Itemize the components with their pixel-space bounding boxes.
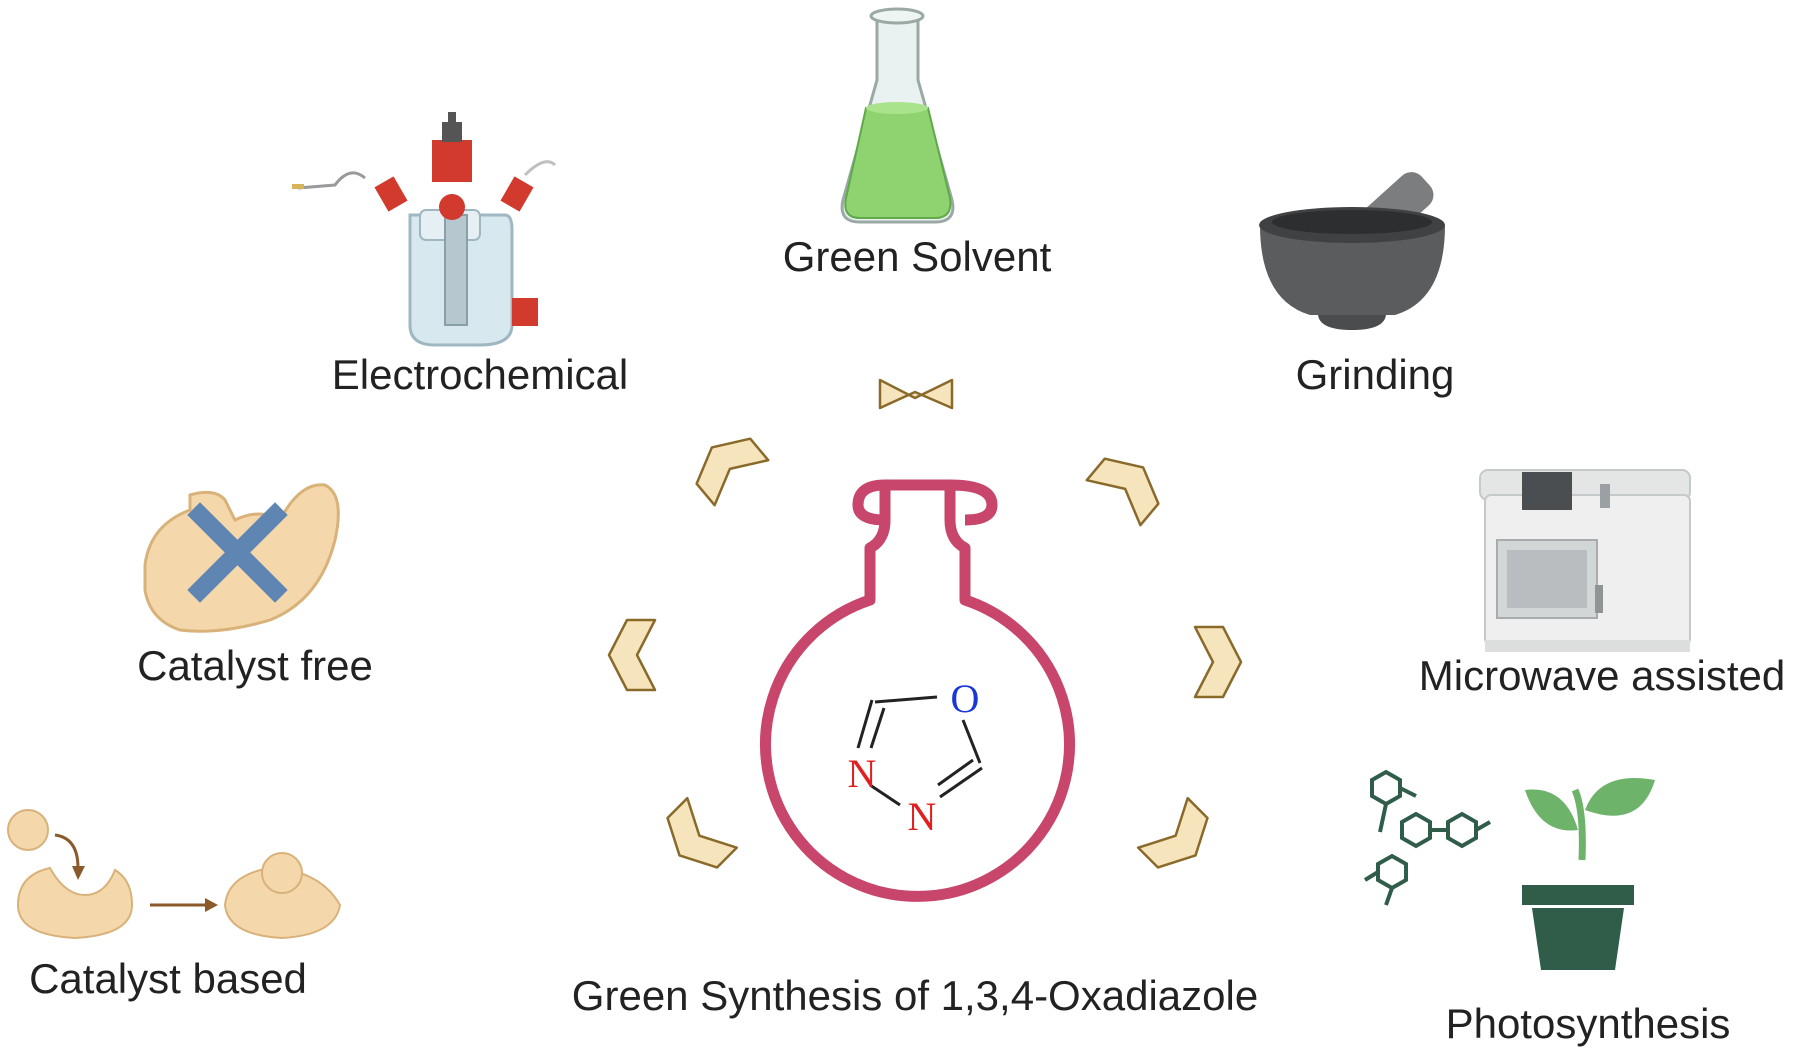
microwave-icon	[1479, 469, 1691, 652]
oxygen-atom-label: O	[951, 676, 980, 721]
molecule-structures-icon	[1363, 769, 1491, 906]
oxadiazole-structure: O N N	[848, 676, 983, 839]
chevron-upper-right-icon	[1085, 457, 1160, 527]
plant-pot-icon	[1522, 778, 1655, 970]
label-catalyst-based: Catalyst based	[29, 955, 307, 1002]
nitrogen-atom-label-1: N	[848, 751, 877, 796]
chevron-lower-left-icon	[666, 796, 739, 869]
erlenmeyer-flask-icon	[840, 7, 955, 224]
chevron-lower-right-icon	[1136, 796, 1209, 869]
label-electrochemical: Electrochemical	[331, 351, 629, 398]
nitrogen-atom-label-2: N	[908, 794, 937, 839]
chevron-upper-left-icon	[695, 437, 770, 507]
label-green-solvent: Green Solvent	[782, 233, 1052, 280]
label-photosynthesis: Photosynthesis	[1445, 1000, 1731, 1047]
label-microwave-assisted: Microwave assisted	[1418, 652, 1786, 699]
mortar-and-pestle-icon	[1259, 172, 1445, 330]
chevron-ring	[607, 378, 1243, 869]
chevron-left-icon	[607, 618, 657, 692]
round-bottom-flask-icon	[760, 479, 1075, 902]
label-catalyst-free: Catalyst free	[137, 642, 373, 689]
chevron-right-icon	[1193, 625, 1243, 699]
label-grinding: Grinding	[1295, 351, 1455, 398]
diagram-title: Green Synthesis of 1,3,4-Oxadiazole	[571, 972, 1259, 1019]
chevron-top-icon	[878, 378, 954, 410]
electrochemical-cell-icon	[292, 112, 557, 347]
catalyst-based-icon	[7, 809, 342, 940]
catalyst-free-icon	[143, 483, 340, 633]
